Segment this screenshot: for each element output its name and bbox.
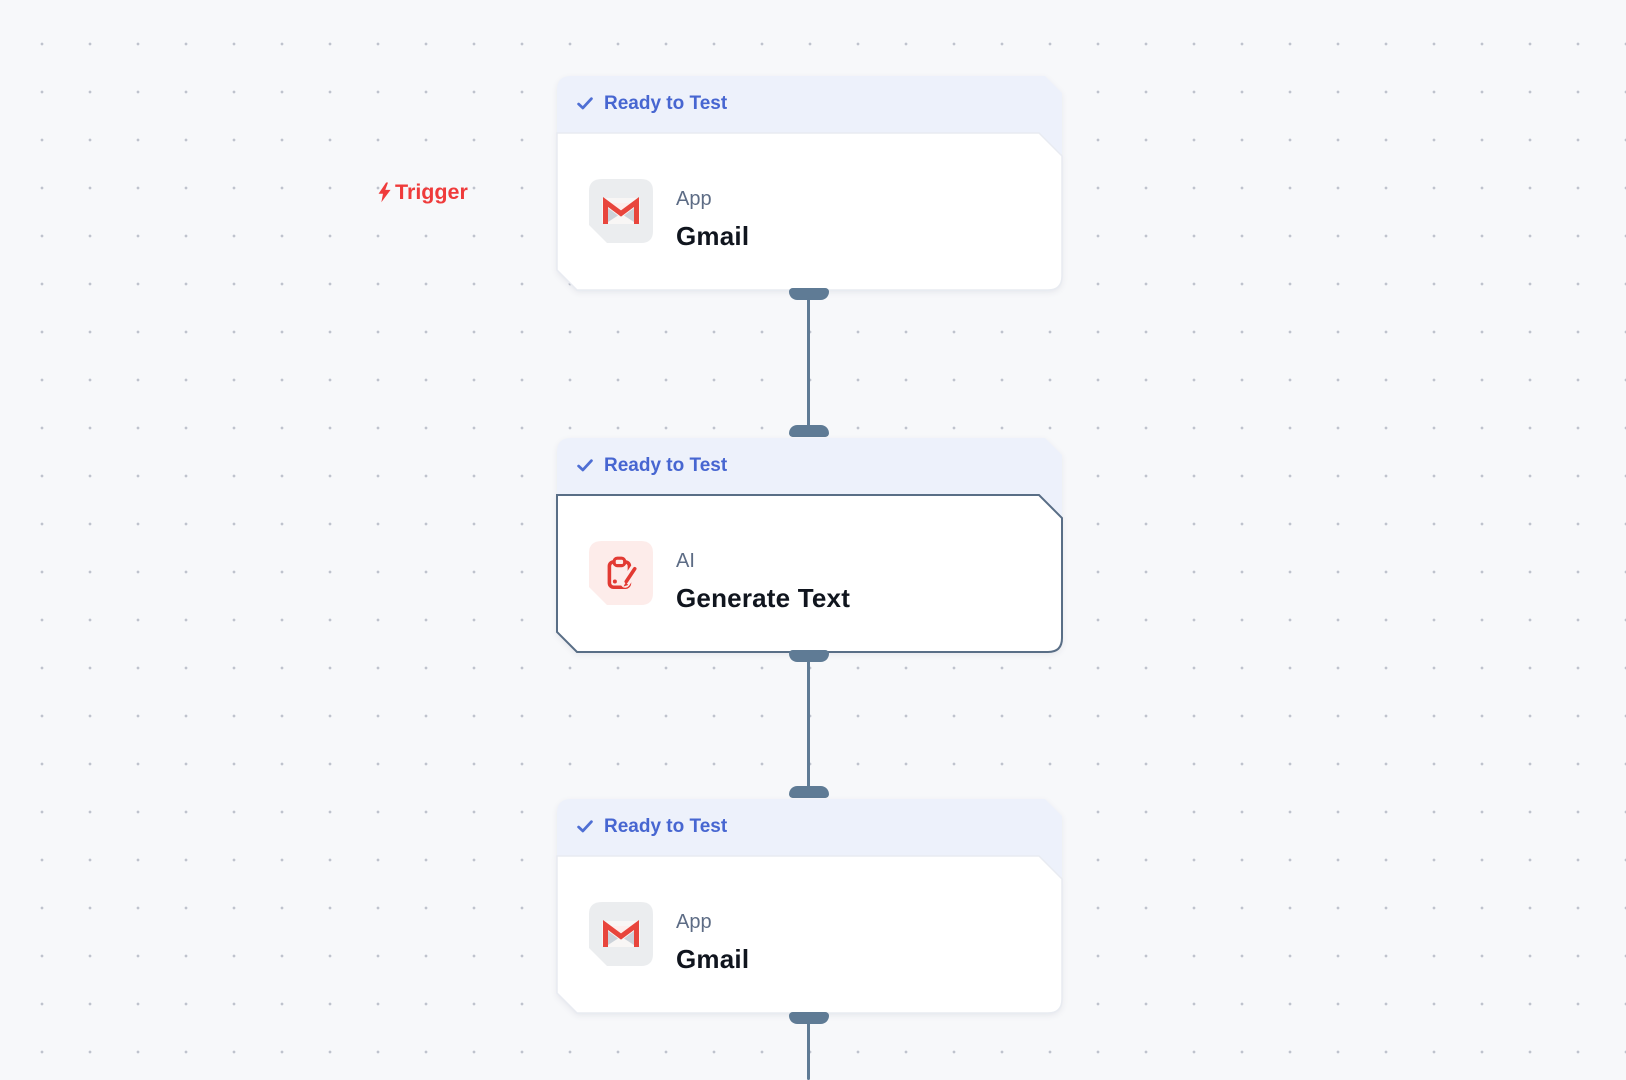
status-label: Ready to Test (604, 92, 728, 114)
connector-out-handle[interactable] (789, 288, 829, 300)
status-label: Ready to Test (604, 454, 728, 476)
connector-in-handle[interactable] (789, 425, 829, 437)
node-type-label: AI (676, 550, 695, 572)
node-type-label: App (676, 911, 712, 933)
connector-out-handle[interactable] (789, 1012, 829, 1024)
status-badge: Ready to Test (556, 798, 1063, 855)
trigger-badge-label: Trigger (395, 179, 468, 204)
gmail-icon (589, 179, 653, 243)
gmail-icon (589, 902, 653, 966)
lightning-bolt-icon (378, 181, 391, 202)
status-label: Ready to Test (604, 815, 728, 837)
card-shape (556, 799, 1063, 1014)
status-badge: Ready to Test (556, 437, 1063, 494)
connector-in-handle[interactable] (789, 786, 829, 798)
generate-text-icon (589, 541, 653, 605)
check-icon (577, 820, 593, 833)
check-icon (577, 97, 593, 110)
card-shape (556, 76, 1063, 291)
connector-line (807, 660, 810, 790)
check-icon (577, 459, 593, 472)
connector-line (807, 1022, 810, 1080)
status-badge: Ready to Test (556, 75, 1063, 132)
node-title: Generate Text (676, 583, 851, 613)
node-title: Gmail (676, 944, 750, 974)
connector-line (807, 298, 810, 427)
workflow-node-generate-text[interactable]: Ready to Test AI Generate Text (556, 437, 1063, 653)
workflow-node-gmail-trigger[interactable]: Ready to Test App Gmail (556, 75, 1063, 291)
trigger-badge: Trigger (377, 178, 468, 206)
connector-out-handle[interactable] (789, 650, 829, 662)
node-title: Gmail (676, 221, 750, 251)
workflow-node-gmail-send[interactable]: Ready to Test App Gmail (556, 798, 1063, 1014)
card-shape (556, 438, 1063, 653)
node-type-label: App (676, 188, 712, 210)
